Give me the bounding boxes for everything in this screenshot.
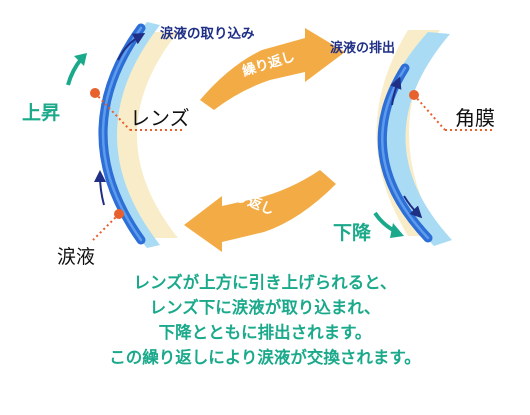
label-tear-intake: 涙液の取り込み (160, 26, 255, 42)
caption-line: レンズが上方に引き上げられると、 (133, 273, 397, 292)
left-eye-illustration (66, 22, 185, 248)
left-lens-highlight (101, 26, 143, 242)
cornea-marker (409, 90, 419, 100)
label-rise: 上昇 (22, 102, 61, 124)
label-tear-fluid: 涙液 (57, 246, 96, 268)
tear-marker (114, 209, 124, 219)
caption-line: レンズ下に涙液が取り込まれ、 (149, 298, 381, 317)
left-flow-arrow-top (117, 33, 146, 61)
caption-line: この繰り返しにより涙液が交換されます。 (109, 348, 421, 367)
right-eye-illustration (373, 30, 492, 246)
right-flow-arrow-bottom (403, 195, 423, 219)
left-flow-arrow-bottom (94, 170, 107, 206)
label-lens: レンズ (130, 106, 190, 130)
label-cornea: 角膜 (455, 106, 495, 130)
caption-line: 下降とともに排出されます。 (158, 323, 372, 342)
repeat-arrow-right (200, 28, 345, 110)
cornea-leader-line (413, 94, 446, 131)
repeat-arrow-left (184, 170, 336, 252)
caption: レンズが上方に引き上げられると、 レンズ下に涙液が取り込まれ、 下降とともに排出… (0, 270, 530, 370)
left-cornea (110, 32, 178, 238)
label-tear-discharge: 涙液の排出 (330, 41, 396, 56)
right-flow-arrow-top (390, 76, 402, 106)
lens-marker (90, 88, 100, 98)
tear-leader-line (92, 213, 120, 241)
rise-arrow-icon (66, 56, 84, 86)
label-fall: 下降 (333, 222, 372, 244)
lens-leader-line (94, 92, 131, 131)
